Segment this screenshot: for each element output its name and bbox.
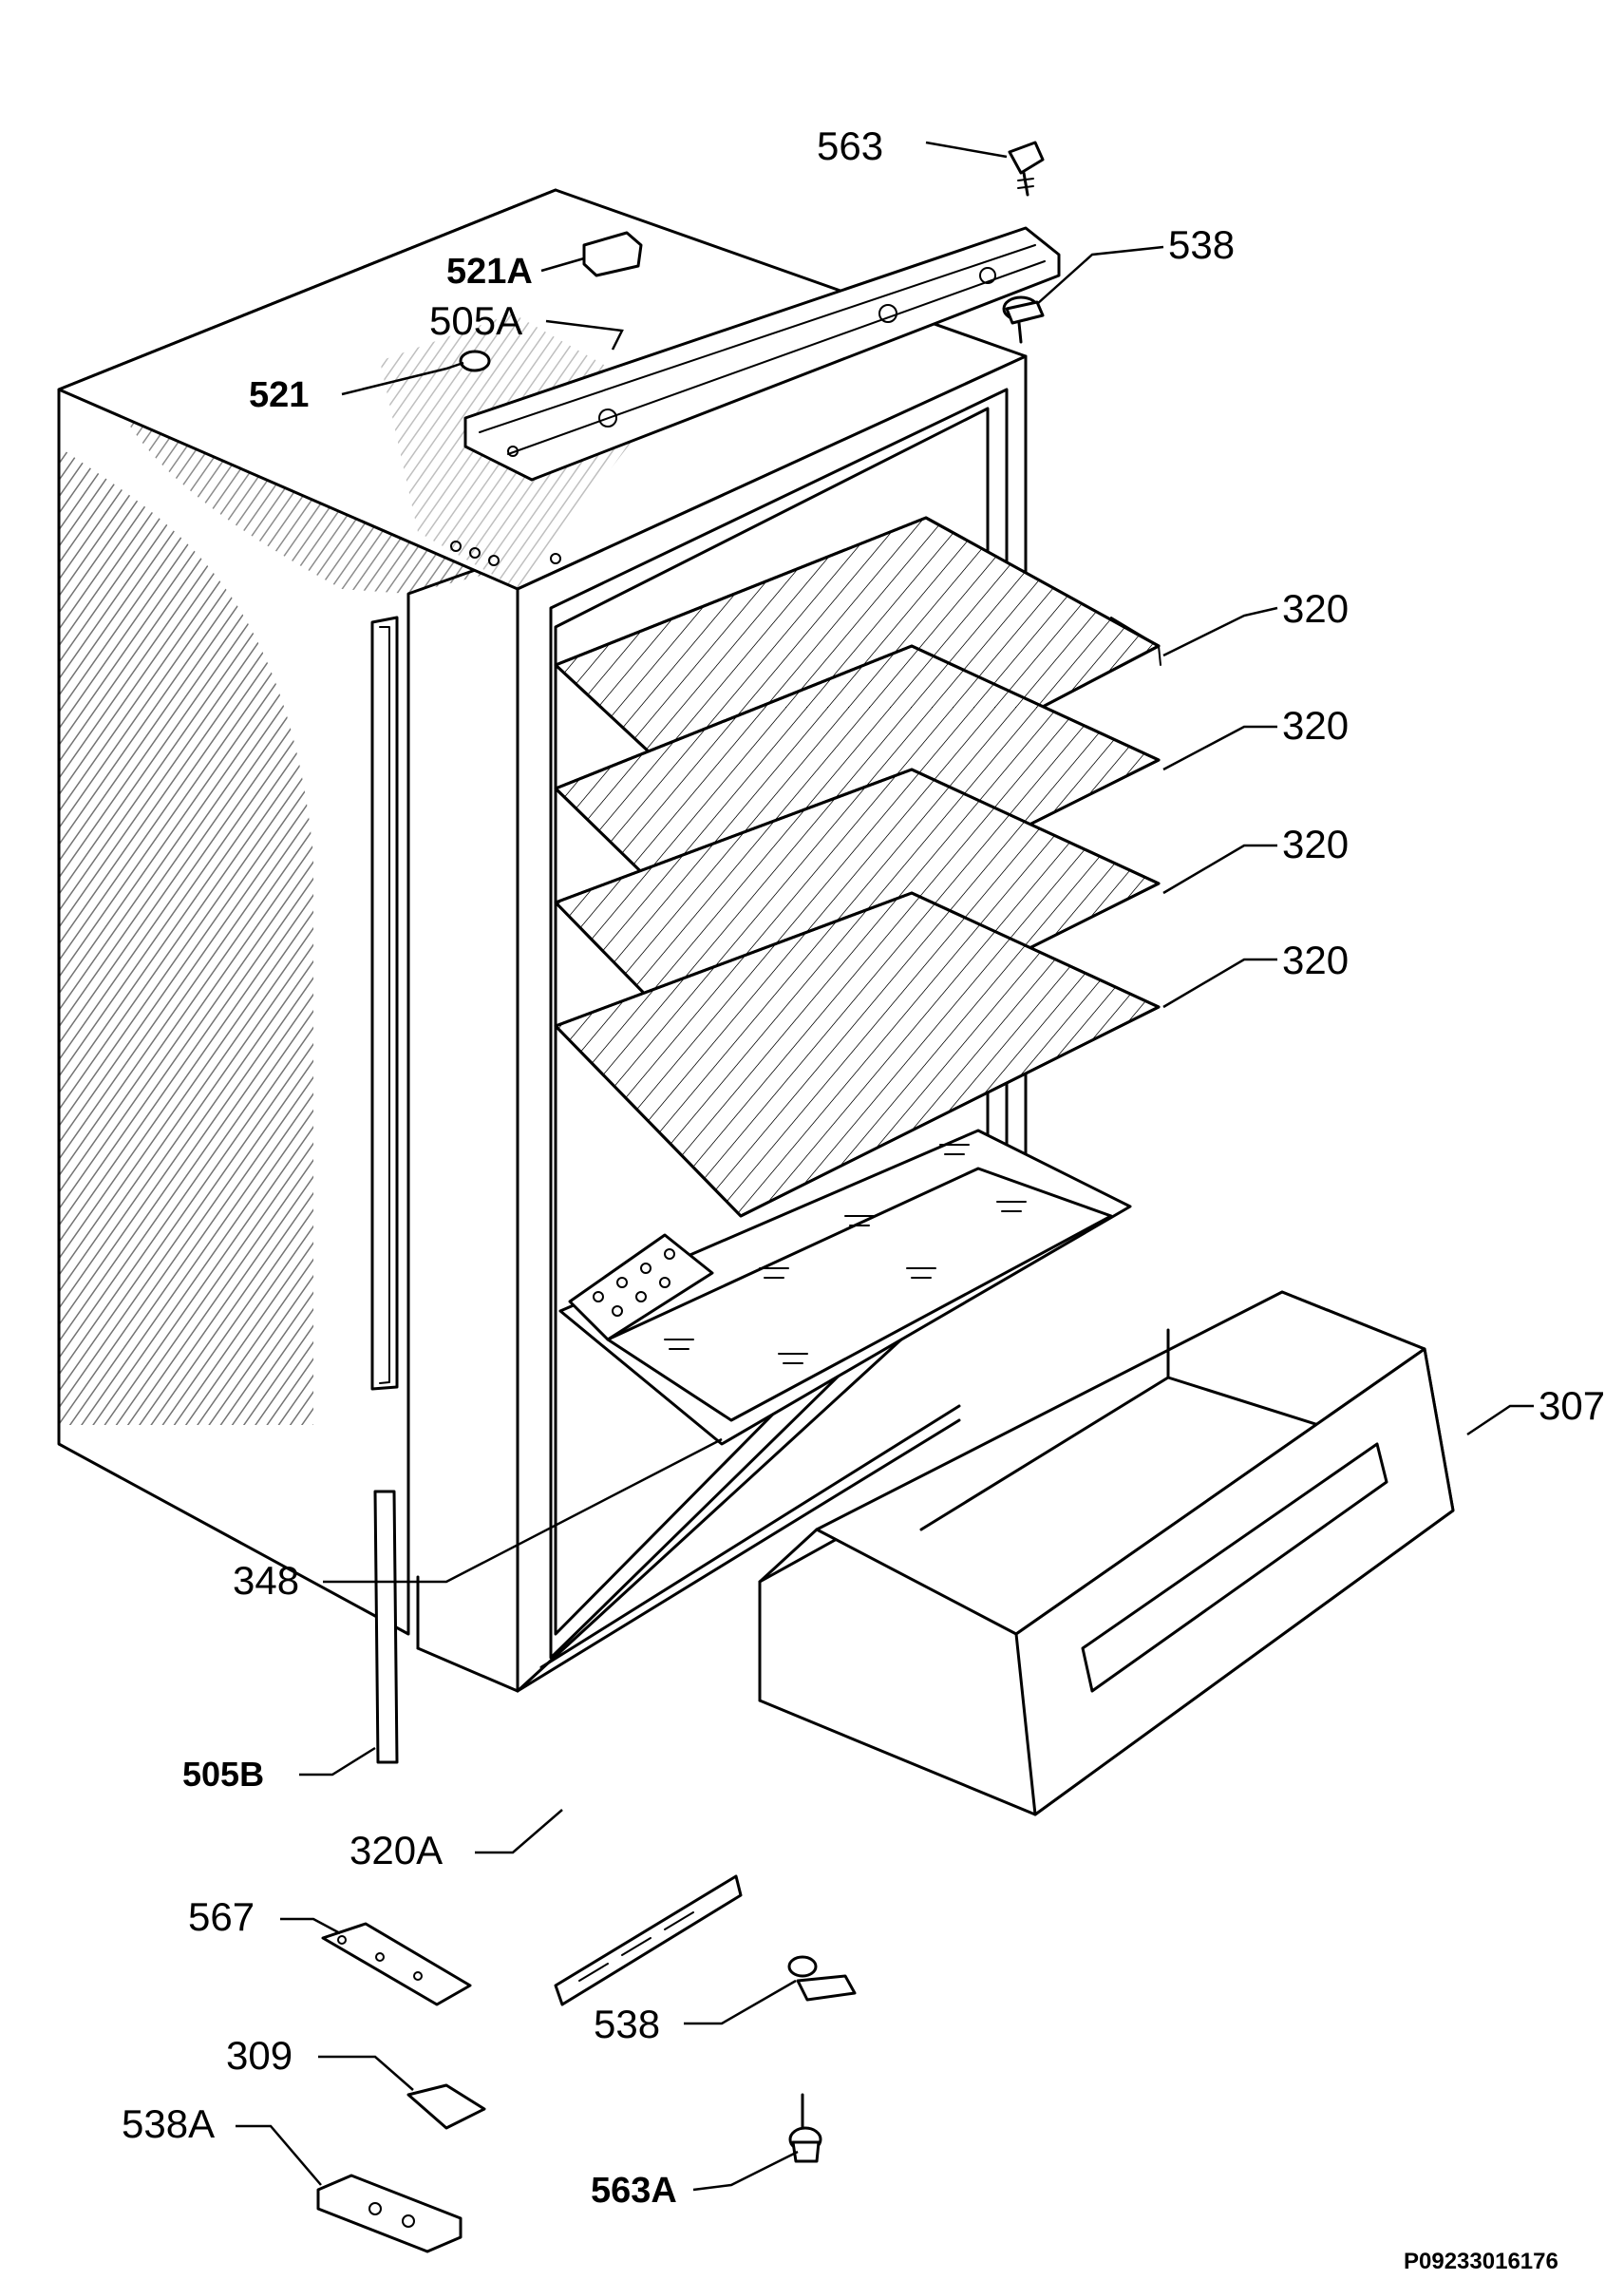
screw-563	[1008, 141, 1045, 197]
clip-309	[406, 2083, 486, 2130]
top-hinge-bar	[463, 226, 1061, 482]
hinge-538a	[316, 2174, 463, 2253]
label-521a: 521A	[446, 252, 533, 292]
leader-lines	[236, 141, 1534, 2192]
label-320-1: 320	[1282, 586, 1349, 631]
label-309: 309	[226, 2033, 293, 2078]
reference-code: P09233016176	[1404, 2249, 1558, 2274]
label-538a: 538A	[122, 2101, 215, 2146]
glass-marks	[664, 1144, 1027, 1364]
bracket-567	[321, 1922, 472, 2006]
label-320-3: 320	[1282, 822, 1349, 866]
label-307: 307	[1539, 1383, 1605, 1428]
seal-strip-505b	[373, 1490, 399, 1764]
label-320-4: 320	[1282, 938, 1349, 982]
shelf-support-320a	[554, 1874, 743, 2006]
label-563a: 563A	[591, 2171, 677, 2211]
crisper-drawer	[758, 1290, 1455, 1816]
label-563: 563	[817, 124, 883, 168]
label-538-bottom: 538	[594, 2002, 660, 2046]
screw-563a	[788, 2093, 822, 2163]
hinge-pin-538-bottom	[787, 1955, 857, 2002]
cap-521	[459, 350, 491, 372]
label-538-top: 538	[1168, 222, 1235, 267]
part-labels: 563 538 521A 505A 521 320 320 320 320 30…	[122, 124, 1605, 2274]
label-505a: 505A	[429, 298, 522, 343]
label-320-2: 320	[1282, 703, 1349, 748]
label-348: 348	[233, 1558, 299, 1603]
perforation-dots	[593, 1248, 675, 1317]
hinge-pin-538-top	[1002, 295, 1045, 344]
label-505b: 505B	[182, 1755, 264, 1794]
wire-shelf-4	[554, 891, 1161, 1218]
bottom-glass-plate	[558, 1129, 1132, 1446]
cap-521a	[582, 231, 643, 277]
label-320a: 320A	[349, 1828, 443, 1872]
label-567: 567	[188, 1894, 255, 1939]
wire-shelves	[554, 516, 1161, 1218]
label-521: 521	[249, 375, 309, 415]
